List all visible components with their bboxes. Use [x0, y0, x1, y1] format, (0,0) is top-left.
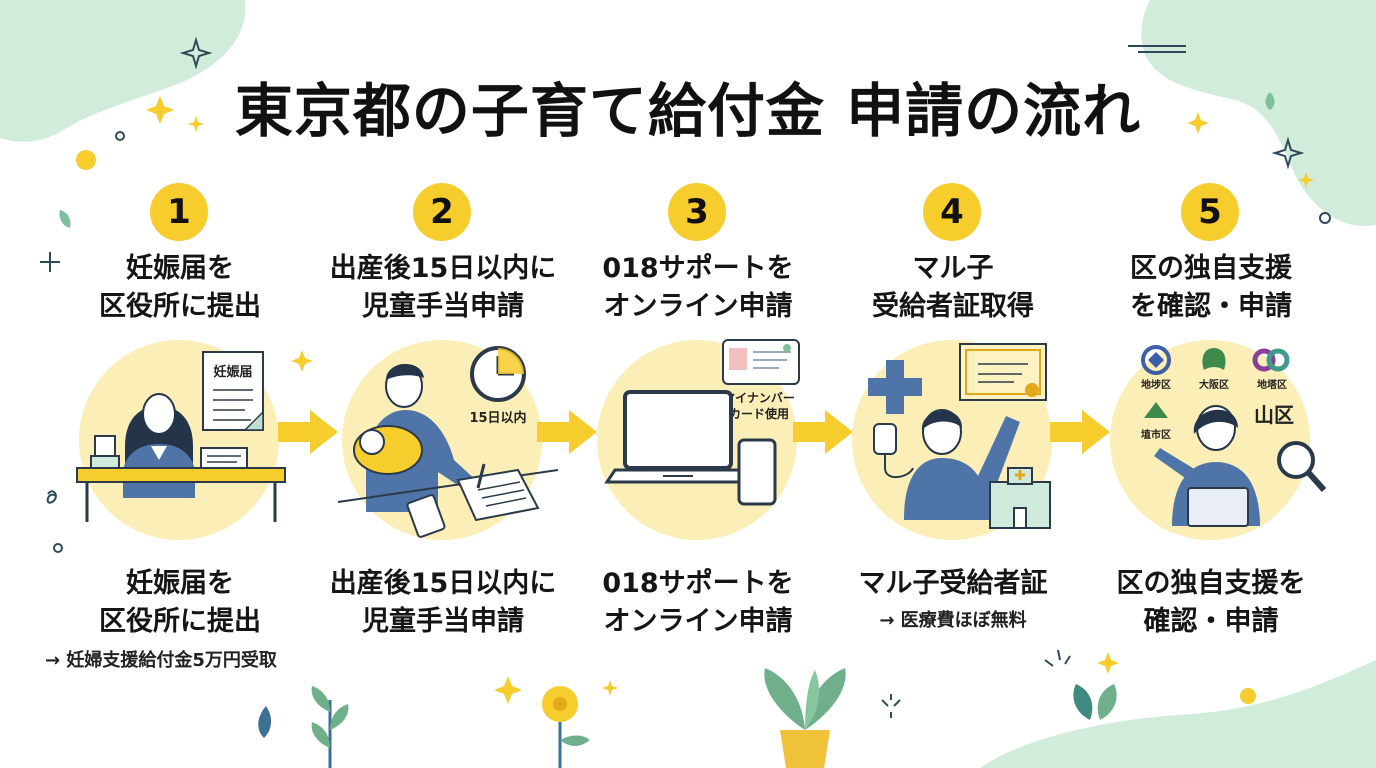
- id-card-label-line-2: カード使用: [729, 406, 789, 421]
- step-1-heading: 妊娠届を 区役所に提出: [99, 253, 261, 322]
- smartphone-icon: [737, 438, 777, 506]
- step-2-heading: 出産後15日以内に 児童手当申請: [329, 253, 557, 322]
- step-5-heading: 区の独自支援 を確認・申請: [1130, 253, 1292, 322]
- pregnancy-form-office-illustration: 妊娠届: [76, 351, 286, 522]
- step-2-footer: 出産後15日以内に 児童手当申請: [329, 568, 557, 637]
- step-4-footer: マル子受給者証: [858, 568, 1048, 599]
- document-icon: [202, 351, 264, 431]
- ward-label: 地塔区: [1257, 378, 1287, 391]
- ward-label: 埴市区: [1141, 428, 1171, 441]
- medical-certificate-illustration: [868, 343, 1051, 529]
- step-3-number-badge: 3: [668, 183, 726, 241]
- step-3-heading: 018サポートを オンライン申請: [602, 253, 794, 322]
- step-1-number-badge: 1: [150, 183, 208, 241]
- step-1-footer: 妊娠届を 区役所に提出: [99, 568, 261, 637]
- arrow-right-icon: [793, 410, 853, 454]
- ward-label: 地埗区: [1141, 378, 1171, 391]
- arrow-right-icon: [278, 410, 338, 454]
- step-4-heading: マル子 受給者証取得: [872, 253, 1034, 322]
- parent-baby-paperwork-illustration: 15日以内: [337, 346, 559, 538]
- step-2-number-badge: 2: [413, 183, 471, 241]
- ward-emblem-icon: [1144, 402, 1168, 418]
- id-card-label-line-1: マイナンバー: [723, 391, 795, 405]
- step-5-footer: 区の独自支援を 確認・申請: [1116, 568, 1306, 637]
- magnifier-icon: [1277, 441, 1327, 492]
- clock-icon: [470, 346, 526, 402]
- page-title: 東京都の子育て給付金 申請の流れ: [234, 77, 1142, 145]
- ward-label: 山区: [1254, 403, 1294, 427]
- step-4-number-badge: 4: [923, 183, 981, 241]
- step-4-note: → 医療費ほぼ無料: [879, 610, 1027, 631]
- certificate-icon: [959, 343, 1047, 401]
- corner-blob-top-left: [0, 0, 246, 142]
- arrow-right-icon: [1050, 410, 1110, 454]
- medical-cross-icon: [868, 360, 922, 414]
- corner-blob-bottom-right: [980, 660, 1376, 768]
- document-label: 妊娠届: [213, 364, 252, 380]
- ward-support-research-illustration: 地埗区 大阪区 地塔区 埴市区 山区: [1141, 345, 1327, 527]
- ward-emblem-icon: [1202, 348, 1226, 370]
- ward-emblem-icon: [1141, 345, 1171, 375]
- ward-emblem-icon: [1252, 348, 1290, 372]
- laptop-icon: [604, 390, 752, 484]
- hospital-icon: [989, 467, 1051, 529]
- ward-label: 大阪区: [1199, 378, 1229, 391]
- clock-label: 15日以内: [469, 410, 526, 426]
- corner-blob-top-right: [1141, 0, 1376, 227]
- arrow-right-icon: [537, 410, 597, 454]
- id-card-icon: [722, 339, 800, 385]
- step-3-footer: 018サポートを オンライン申請: [602, 568, 794, 637]
- laptop-phone-id-card-illustration: マイナンバー カード使用: [604, 339, 800, 506]
- step-5-number-badge: 5: [1181, 183, 1239, 241]
- step-1-note: → 妊婦支援給付金5万円受取: [45, 650, 277, 671]
